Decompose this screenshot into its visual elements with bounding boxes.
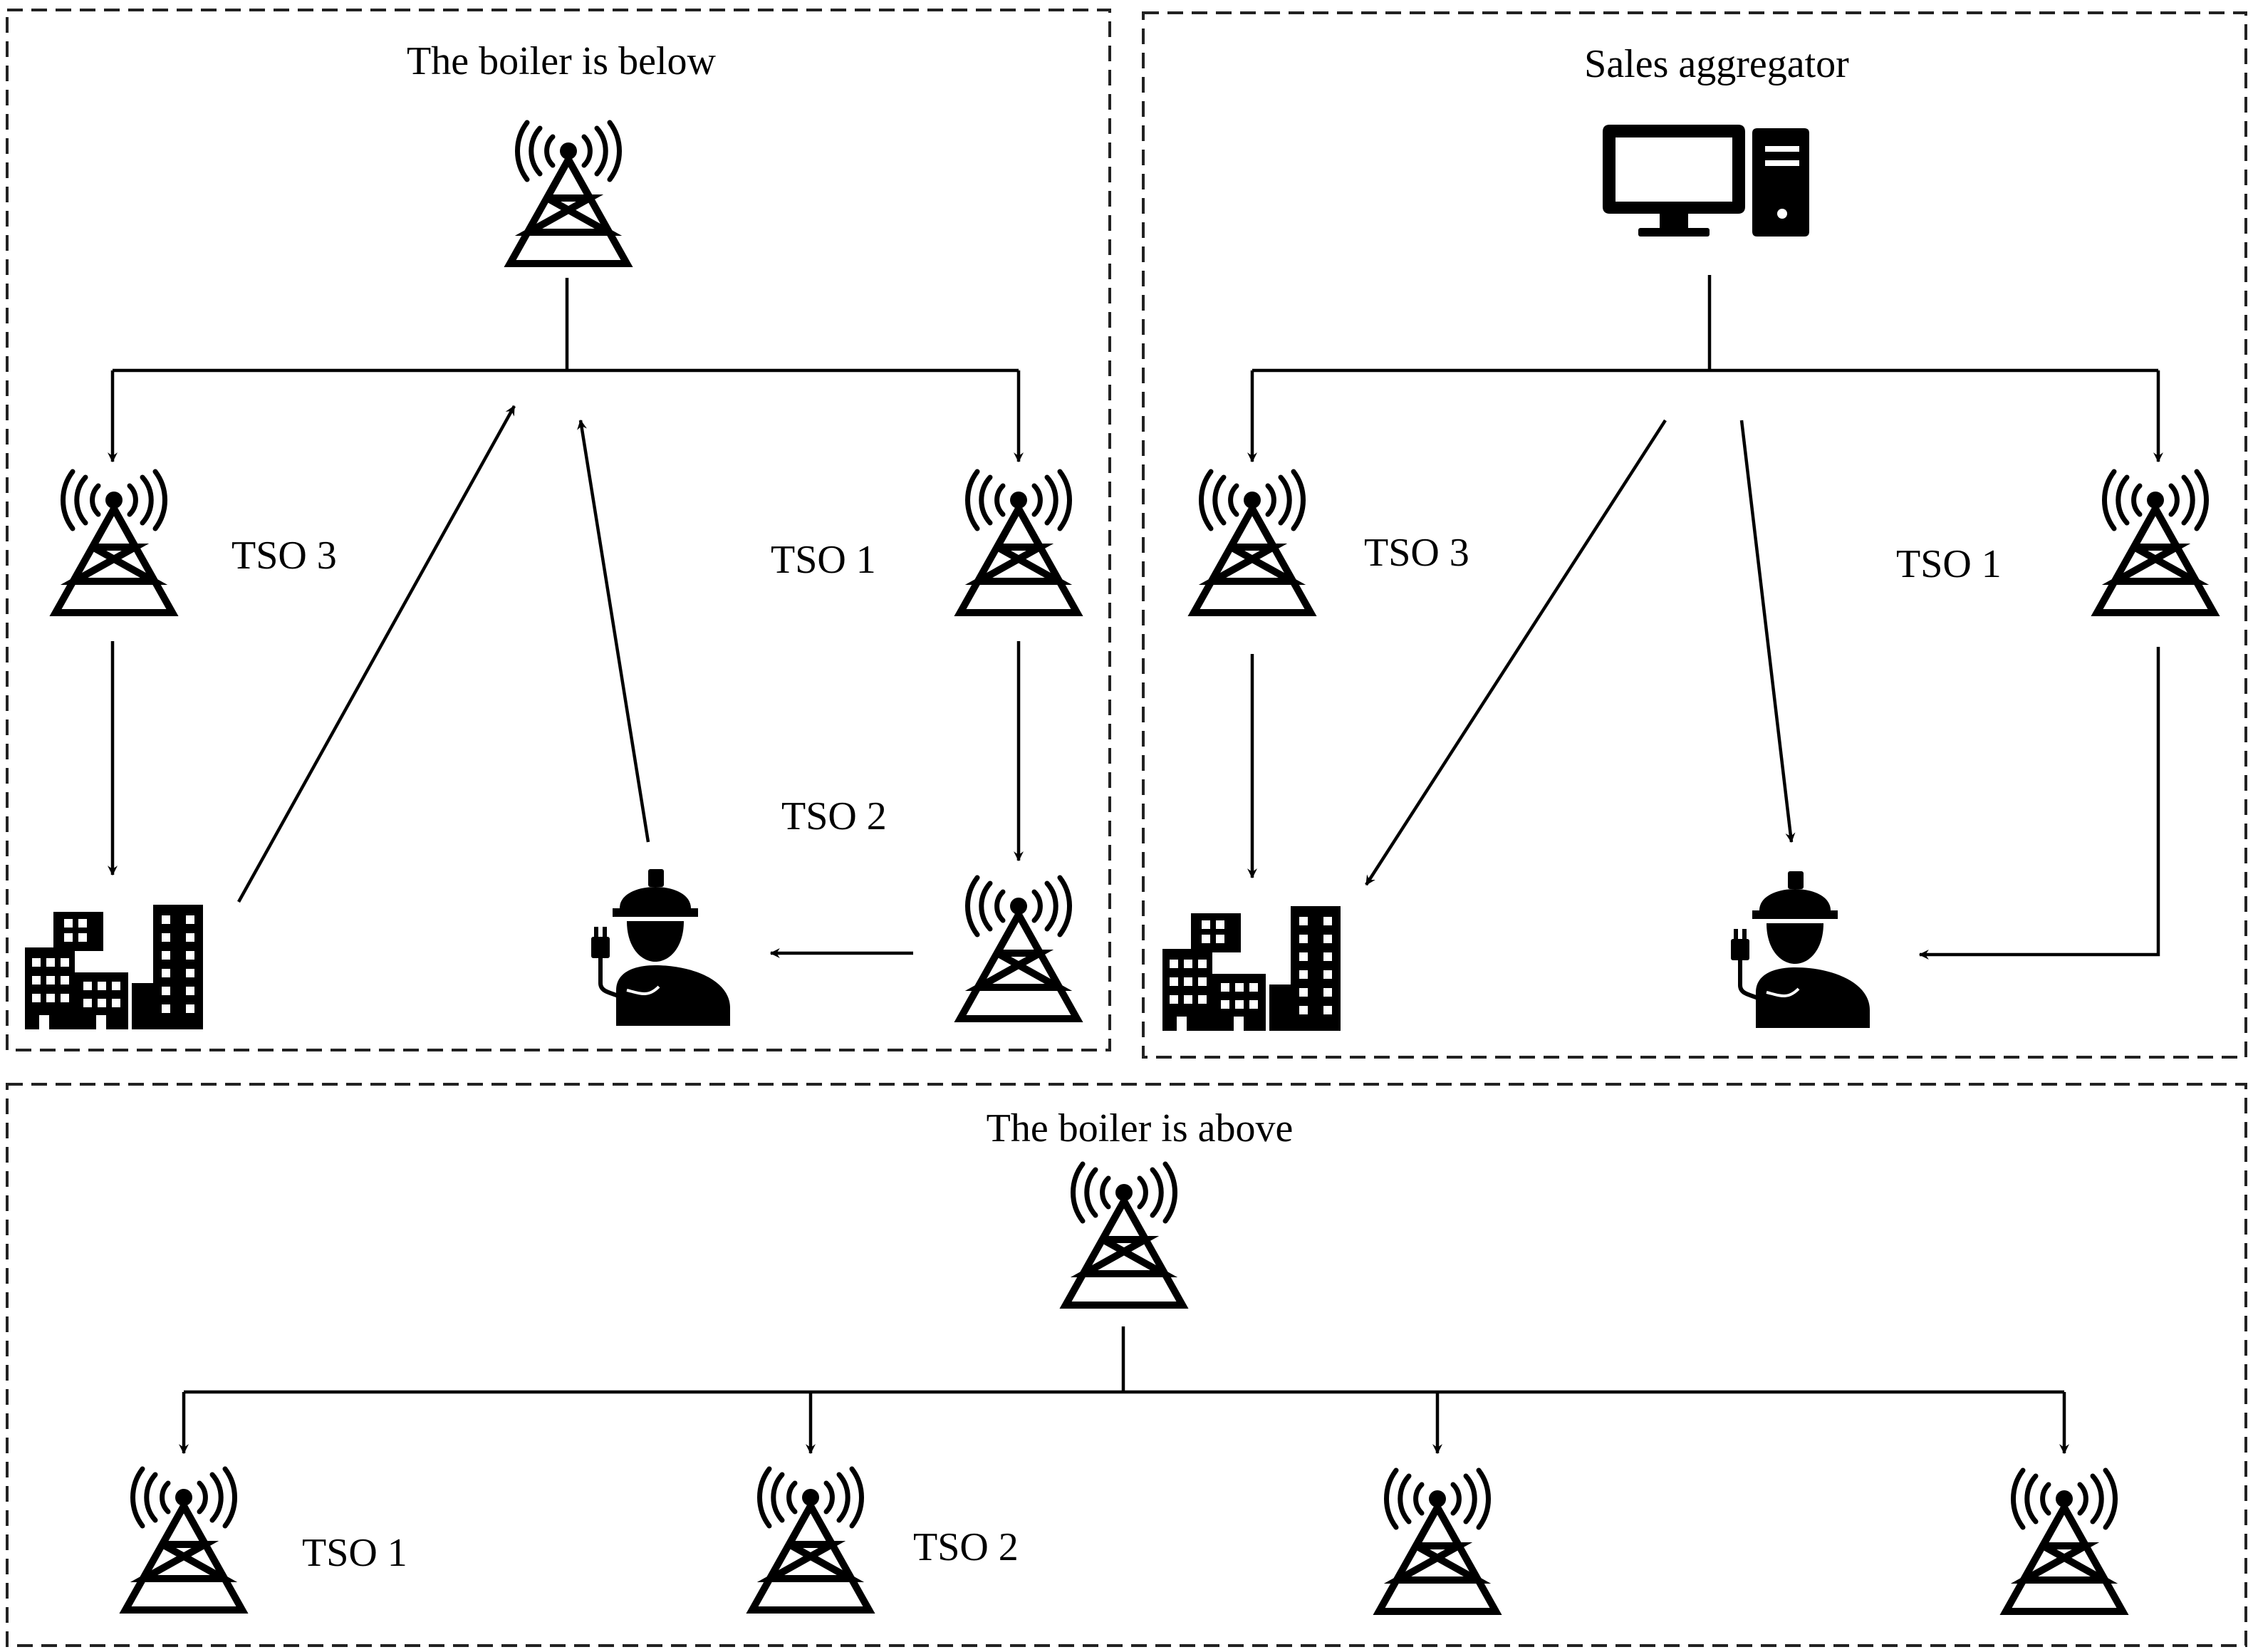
radio-tower-icon bbox=[510, 123, 627, 264]
radio-tower-icon bbox=[56, 472, 172, 613]
panel-border bbox=[1142, 11, 2247, 1059]
label-tso2: TSO 2 bbox=[781, 794, 887, 838]
label-tso1: TSO 1 bbox=[302, 1531, 407, 1575]
desktop-computer-icon bbox=[1603, 125, 1809, 237]
worker-plug-icon bbox=[1731, 871, 1870, 1028]
buildings-icon bbox=[1162, 906, 1341, 1031]
panel-border bbox=[6, 9, 1111, 1051]
panel-title: Sales aggregator bbox=[1584, 42, 1849, 86]
radio-tower-icon bbox=[960, 878, 1077, 1019]
panel-boiler-above: The boiler is above TSO 1 TSO 2 bbox=[6, 1083, 2247, 1647]
buildings-icon bbox=[25, 905, 203, 1029]
radio-tower-icon bbox=[2097, 472, 2214, 613]
panel-title: The boiler is above bbox=[987, 1106, 1294, 1150]
panel-boiler-below: The boiler is below TSO 3 TSO 1 TSO 2 bbox=[6, 9, 1111, 1051]
label-tso1: TSO 1 bbox=[771, 538, 876, 582]
arrow bbox=[1739, 420, 1796, 843]
arrow bbox=[1918, 647, 2160, 960]
radio-tower-icon bbox=[752, 1469, 869, 1610]
label-tso3: TSO 3 bbox=[231, 534, 337, 578]
radio-tower-icon bbox=[1379, 1470, 1496, 1611]
panel-sales-aggregator: Sales aggregator TSO 3 TSO 1 bbox=[1142, 11, 2247, 1059]
label-tso3: TSO 3 bbox=[1364, 531, 1469, 575]
panel-title: The boiler is below bbox=[407, 39, 716, 83]
radio-tower-icon bbox=[1066, 1164, 1182, 1305]
panel-border bbox=[6, 1083, 2247, 1647]
arrow bbox=[577, 419, 650, 843]
label-tso2: TSO 2 bbox=[913, 1525, 1019, 1569]
radio-tower-icon bbox=[125, 1469, 242, 1610]
arrow bbox=[237, 405, 516, 903]
radio-tower-icon bbox=[960, 472, 1077, 613]
label-tso1: TSO 1 bbox=[1896, 542, 2002, 586]
radio-tower-icon bbox=[2006, 1470, 2123, 1611]
arrow bbox=[1365, 419, 1667, 886]
worker-plug-icon bbox=[591, 869, 730, 1026]
radio-tower-icon bbox=[1194, 472, 1311, 613]
